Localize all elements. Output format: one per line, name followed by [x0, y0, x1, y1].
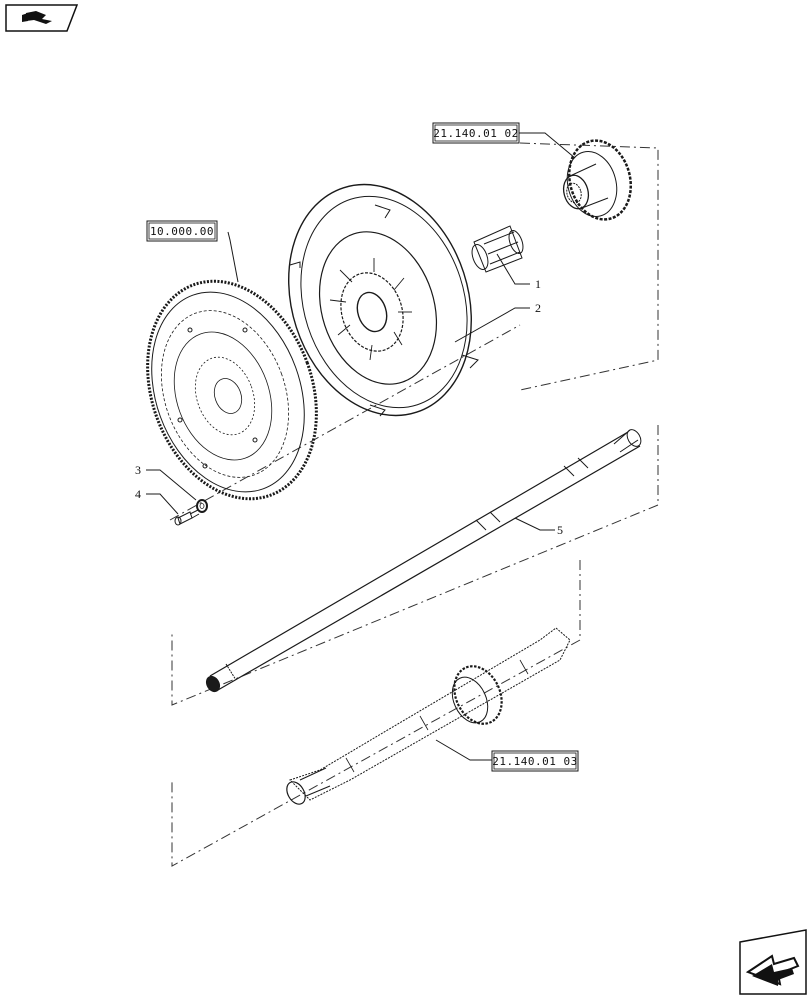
splined-hub — [471, 225, 524, 273]
leader-item-1 — [496, 253, 530, 285]
leader-ref-left — [227, 231, 239, 283]
ref-box-bottom: 21.140.01 03 — [491, 750, 579, 772]
drive-gear — [562, 139, 633, 221]
leader-item-2 — [454, 307, 530, 343]
item-number-2: 2 — [535, 301, 541, 315]
item-number-4: 4 — [135, 487, 141, 501]
output-shaft — [286, 627, 571, 805]
lower-group-boundary — [171, 560, 581, 867]
next-page-button[interactable] — [738, 928, 808, 996]
input-shaft — [205, 429, 642, 693]
leader-ref-bottom — [435, 739, 494, 761]
ref-box-left: 10.000.00 — [146, 220, 218, 242]
ref-label-left[interactable]: 10.000.00 — [150, 225, 214, 238]
item-number-5: 5 — [557, 523, 563, 537]
axis-line — [169, 324, 521, 521]
shaft-group-boundary — [171, 425, 659, 706]
back-arrow-icon — [5, 4, 79, 32]
ref-box-top: 21.140.01 02 — [432, 122, 520, 144]
washer-and-bolt — [174, 499, 208, 526]
leader-item-3 — [146, 469, 197, 501]
leader-item-5 — [514, 517, 555, 531]
ref-label-top[interactable]: 21.140.01 02 — [433, 127, 518, 140]
upper-group-boundary — [519, 142, 659, 391]
ref-label-bottom[interactable]: 21.140.01 03 — [492, 755, 577, 768]
item-number-3: 3 — [135, 463, 141, 477]
leader-lines — [146, 132, 576, 761]
item-number-1: 1 — [535, 277, 541, 291]
leader-item-4 — [146, 493, 179, 515]
clutch-disc — [288, 183, 479, 417]
back-button[interactable] — [4, 3, 79, 33]
leader-ref-top — [519, 132, 576, 159]
flywheel — [146, 279, 318, 501]
group-boundaries — [169, 142, 659, 867]
next-page-arrow-icon — [739, 929, 807, 995]
